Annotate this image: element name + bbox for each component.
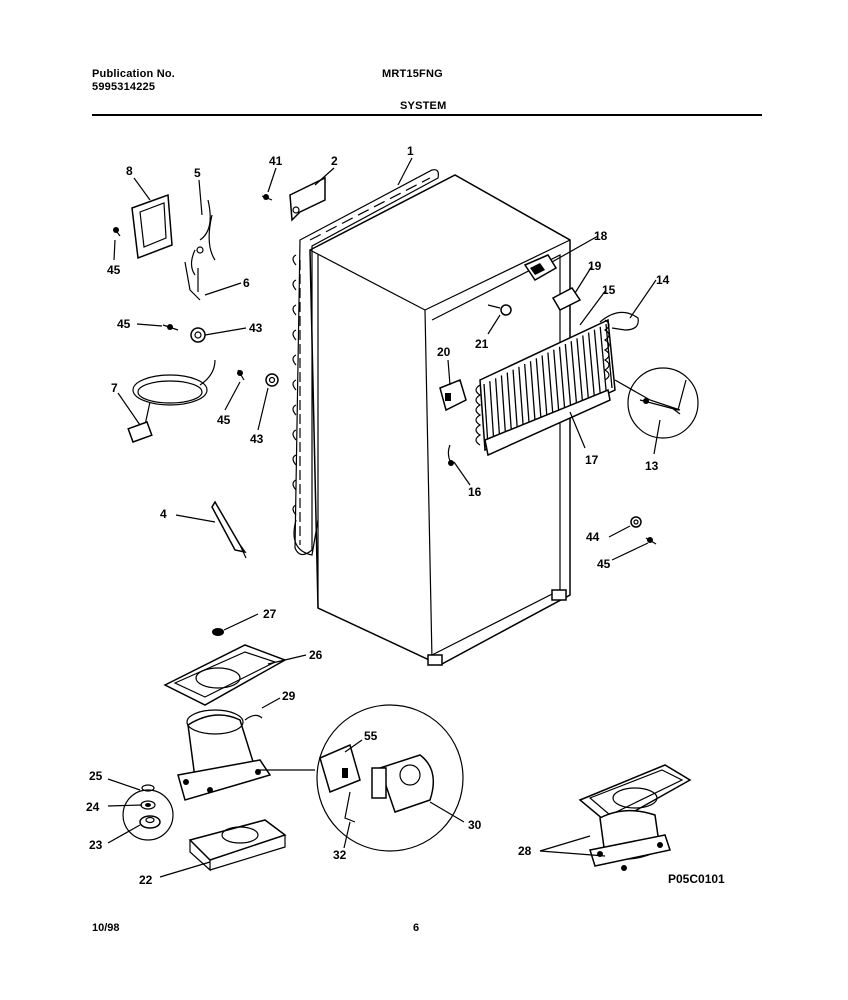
part-8-bracket bbox=[131, 193, 173, 260]
footer-date: 10/98 bbox=[92, 922, 120, 934]
callout-2: 2 bbox=[331, 154, 338, 168]
evaporator-fin bbox=[494, 378, 501, 441]
callout-22: 22 bbox=[139, 873, 153, 887]
callout-6: 6 bbox=[243, 276, 250, 290]
callout-labels: 1 2 41 8 5 45 6 45 43 7 45 43 18 19 14 1… bbox=[86, 144, 670, 887]
callout-27: 27 bbox=[263, 607, 277, 621]
evaporator-fin bbox=[547, 352, 554, 416]
mounting-bracket-22 bbox=[188, 819, 287, 872]
callout-25: 25 bbox=[89, 769, 103, 783]
evaporator-fin bbox=[564, 343, 572, 408]
callout-24: 24 bbox=[86, 800, 100, 814]
callout-7: 7 bbox=[111, 381, 118, 395]
publication-number: 5995314225 bbox=[92, 81, 156, 93]
callout-23: 23 bbox=[89, 838, 103, 852]
part-5-wire-harness bbox=[190, 199, 216, 276]
part-19-bracket bbox=[551, 287, 582, 311]
evaporator-fin bbox=[500, 375, 507, 438]
callout-18: 18 bbox=[594, 229, 608, 243]
part-6-wire-harness bbox=[184, 261, 201, 301]
callout-28: 28 bbox=[518, 844, 532, 858]
callout-8: 8 bbox=[126, 164, 133, 178]
evaporator-fin bbox=[535, 358, 542, 422]
diagram-code: P05C0101 bbox=[668, 872, 725, 886]
callout-15: 15 bbox=[602, 283, 616, 297]
callout-20: 20 bbox=[437, 345, 451, 359]
part-20-thermostat bbox=[439, 378, 467, 412]
screw-45-upper bbox=[113, 227, 121, 237]
callout-26: 26 bbox=[309, 648, 323, 662]
callout-30: 30 bbox=[468, 818, 482, 832]
evaporator-fin bbox=[541, 355, 548, 419]
callout-16: 16 bbox=[468, 485, 482, 499]
callout-29: 29 bbox=[282, 689, 296, 703]
callout-43a: 43 bbox=[249, 321, 263, 335]
evaporator-fin bbox=[582, 335, 590, 400]
evaporator-fin bbox=[518, 366, 525, 430]
callout-19: 19 bbox=[588, 259, 602, 273]
evaporator-fin bbox=[558, 346, 566, 411]
evaporator-fin bbox=[553, 349, 560, 413]
refrigerator-cabinet bbox=[309, 174, 571, 666]
screw-45-mid bbox=[162, 324, 179, 331]
evaporator bbox=[475, 311, 681, 457]
drain-tube-4 bbox=[211, 500, 247, 559]
callout-1: 1 bbox=[407, 144, 414, 158]
leader-lines bbox=[107, 157, 661, 878]
part-2-bracket bbox=[289, 176, 326, 222]
compressor-29 bbox=[177, 709, 315, 801]
evaporator-fin bbox=[593, 329, 601, 394]
power-cord-7 bbox=[127, 359, 216, 443]
callout-43b: 43 bbox=[250, 432, 264, 446]
evaporator-fin bbox=[483, 383, 489, 447]
callout-45a: 45 bbox=[107, 263, 121, 277]
evaporator-fin bbox=[512, 369, 519, 433]
section-title: SYSTEM bbox=[400, 100, 447, 112]
evaporator-fin bbox=[529, 361, 536, 424]
screw-45-right bbox=[645, 537, 657, 545]
evaporator-fin bbox=[506, 372, 513, 435]
condenser-coil bbox=[292, 169, 439, 556]
compressor-assembly-28 bbox=[578, 764, 692, 871]
callout-45d: 45 bbox=[597, 557, 611, 571]
part-16-tube bbox=[447, 444, 454, 466]
drain-pan-26 bbox=[163, 644, 287, 706]
part-18-fan-bracket bbox=[523, 254, 558, 281]
callout-55: 55 bbox=[364, 729, 378, 743]
callout-45c: 45 bbox=[217, 413, 231, 427]
screw-45-lower bbox=[237, 369, 245, 381]
part-13-detail-circle bbox=[627, 367, 699, 439]
relay-detail-circle bbox=[316, 704, 464, 852]
header-rule bbox=[92, 114, 762, 116]
evaporator-fin bbox=[524, 363, 530, 427]
callout-14: 14 bbox=[656, 273, 670, 287]
evaporator-fin bbox=[587, 332, 595, 397]
callout-21: 21 bbox=[475, 337, 489, 351]
callout-4: 4 bbox=[160, 507, 167, 521]
screw-41 bbox=[261, 194, 273, 201]
clip-43-upper bbox=[190, 327, 206, 343]
part-21-clamp bbox=[487, 304, 512, 316]
part-44-clip bbox=[630, 516, 642, 528]
evaporator-fin bbox=[576, 338, 584, 402]
clip-43-lower bbox=[265, 373, 279, 387]
grommet-assembly-23-25 bbox=[122, 784, 174, 841]
publication-label: Publication No. bbox=[92, 68, 176, 80]
evaporator-fin bbox=[489, 381, 495, 444]
callout-5: 5 bbox=[194, 166, 201, 180]
callout-44: 44 bbox=[586, 530, 600, 544]
callout-13: 13 bbox=[645, 459, 659, 473]
callout-45b: 45 bbox=[117, 317, 131, 331]
evaporator-fin bbox=[570, 341, 578, 405]
callout-41: 41 bbox=[269, 154, 283, 168]
grommet-27 bbox=[212, 628, 224, 636]
callout-32: 32 bbox=[333, 848, 347, 862]
model-number: MRT15FNG bbox=[382, 68, 443, 80]
callout-17: 17 bbox=[585, 453, 599, 467]
footer-page: 6 bbox=[413, 922, 419, 934]
